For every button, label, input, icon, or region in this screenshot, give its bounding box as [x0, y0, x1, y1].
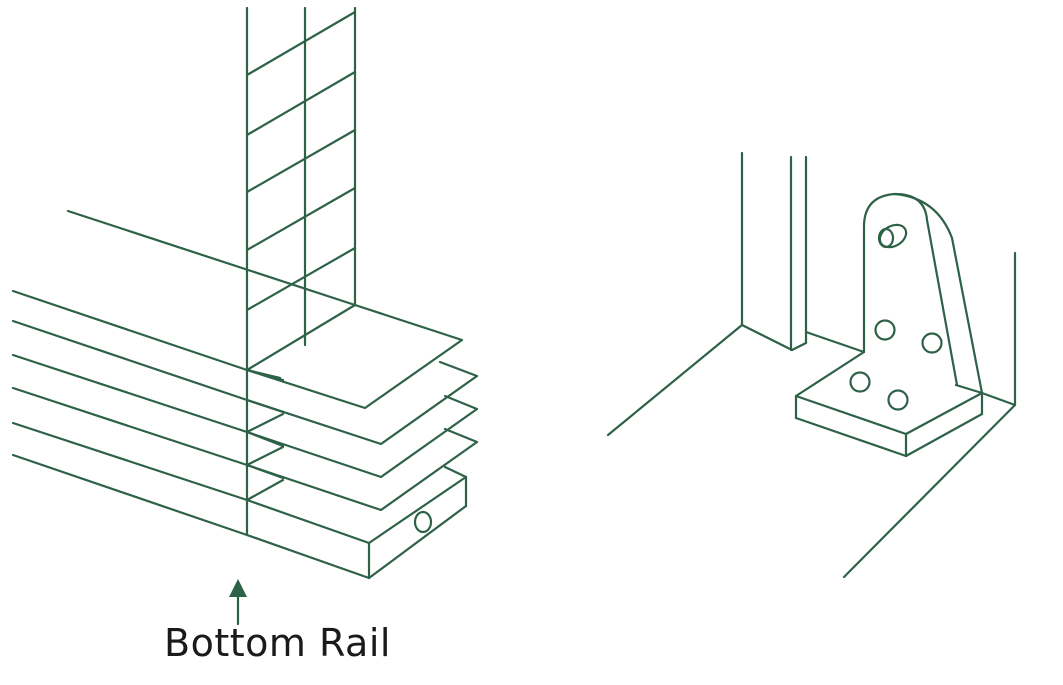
slat — [11, 319, 479, 446]
slat — [11, 289, 464, 410]
rail-end-hole — [413, 510, 433, 534]
ladder-rung — [245, 70, 357, 137]
window-frame — [606, 151, 1017, 579]
blind-illustration — [11, 6, 479, 626]
l-bracket — [794, 192, 984, 458]
bottom-rail — [11, 421, 468, 580]
bracket-upright-front — [862, 192, 959, 387]
bracket-hole — [887, 389, 909, 411]
bracket-hole — [874, 319, 896, 341]
ladder-rung — [245, 303, 357, 372]
bracket-hole — [849, 371, 871, 393]
arrow-up-icon — [229, 579, 247, 626]
ladder-rung — [245, 246, 357, 312]
slat-top-edge — [66, 209, 357, 307]
ladder-rung — [245, 10, 357, 77]
slat — [11, 386, 479, 512]
bottom-rail-label: Bottom Rail — [164, 621, 391, 665]
bracket-hole — [921, 332, 943, 354]
bracket-base-top — [794, 350, 984, 436]
ladder-rung — [245, 128, 357, 194]
ladder-rung — [245, 186, 357, 252]
slat — [11, 353, 479, 479]
ladder-tape — [245, 6, 357, 537]
bracket-illustration — [606, 151, 1017, 579]
bracket-slot-inner — [877, 227, 895, 249]
bracket-upright-side — [893, 192, 984, 395]
